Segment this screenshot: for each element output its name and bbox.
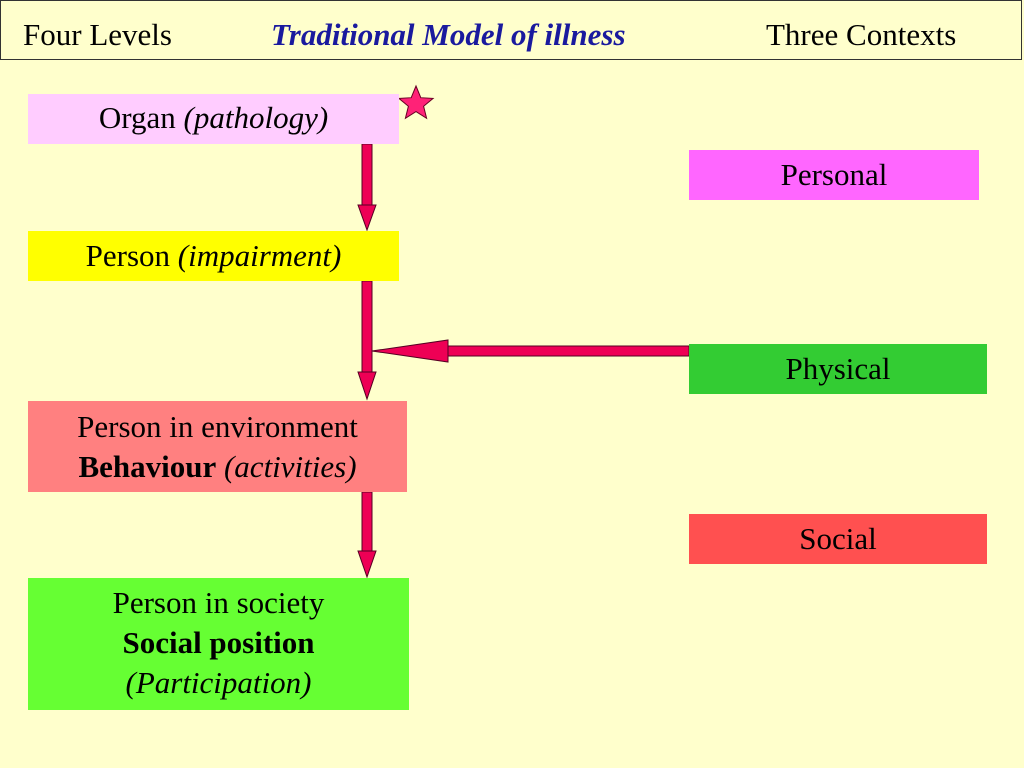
- social-position-label: Social position: [122, 625, 315, 660]
- header-three-contexts: Three Contexts: [766, 17, 957, 52]
- level-society-box: Person in society Social position (Parti…: [28, 578, 409, 710]
- organ-label: Organ: [98, 100, 176, 135]
- pathology-label: (pathology): [183, 100, 329, 135]
- level-person-text: Person (impairment): [28, 236, 399, 276]
- slide-title: Traditional Model of illness: [271, 17, 626, 52]
- level-organ-box: Organ (pathology): [28, 94, 399, 144]
- level-person-box: Person (impairment): [28, 231, 399, 281]
- society-label: Person in society: [112, 585, 325, 620]
- arrow-environment-to-society: [357, 491, 377, 579]
- behaviour-label: Behaviour: [78, 449, 217, 484]
- participation-label: (Participation): [125, 665, 312, 700]
- level-organ-text: Organ (pathology): [28, 98, 399, 138]
- context-social-label: Social: [799, 521, 877, 556]
- context-physical-box: Physical: [689, 344, 987, 394]
- star-icon: [397, 84, 435, 120]
- impairment-label: (impairment): [177, 238, 342, 273]
- arrow-person-to-environment: [357, 280, 377, 401]
- arrow-physical-to-level: [371, 339, 690, 363]
- slide-header: Four Levels Traditional Model of illness…: [0, 0, 1022, 60]
- header-four-levels: Four Levels: [23, 17, 172, 52]
- behaviour-line: Behaviour (activities): [28, 447, 407, 487]
- environment-label: Person in environment: [77, 409, 358, 444]
- arrow-organ-to-person: [357, 143, 377, 232]
- context-personal-box: Personal: [689, 150, 979, 200]
- person-label: Person: [85, 238, 171, 273]
- context-personal-label: Personal: [780, 157, 888, 192]
- activities-label: (activities): [223, 449, 357, 484]
- level-environment-box: Person in environment Behaviour (activit…: [28, 401, 407, 492]
- context-physical-label: Physical: [785, 351, 891, 386]
- context-social-box: Social: [689, 514, 987, 564]
